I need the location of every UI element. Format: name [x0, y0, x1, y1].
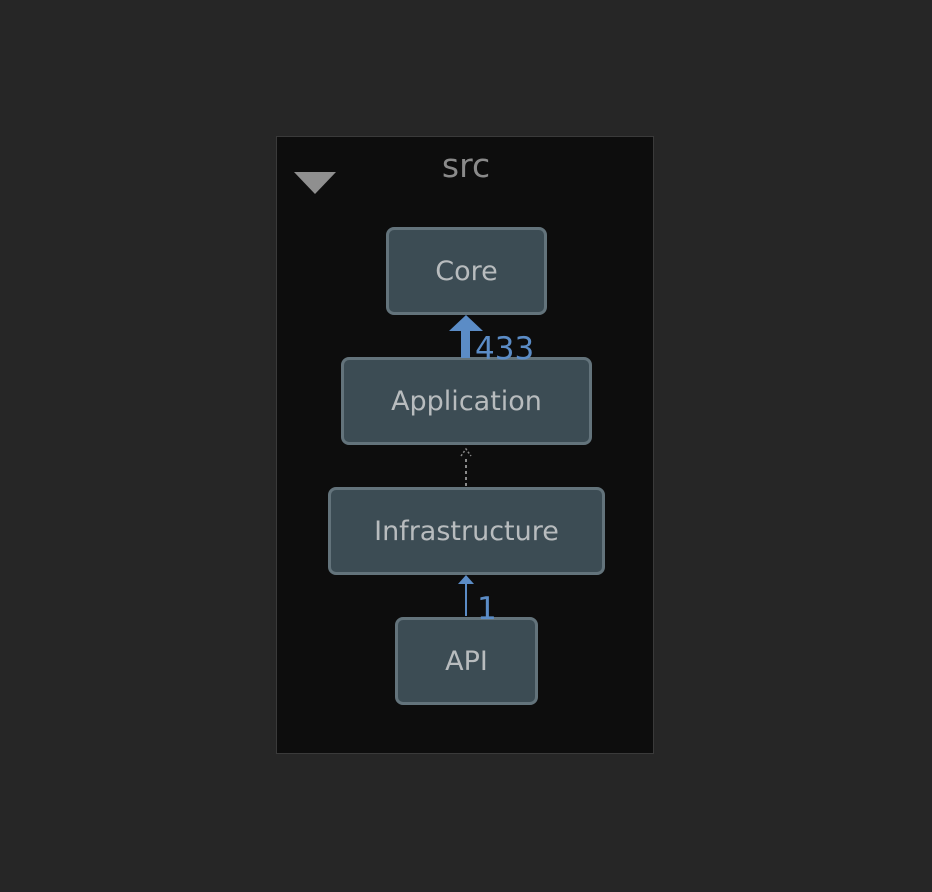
node-application[interactable]: Application: [341, 357, 592, 445]
node-infrastructure[interactable]: Infrastructure: [328, 487, 605, 575]
node-api[interactable]: API: [395, 617, 538, 705]
triangle-down-icon[interactable]: [294, 172, 336, 196]
node-core[interactable]: Core: [386, 227, 547, 315]
group-title: src: [441, 146, 491, 185]
